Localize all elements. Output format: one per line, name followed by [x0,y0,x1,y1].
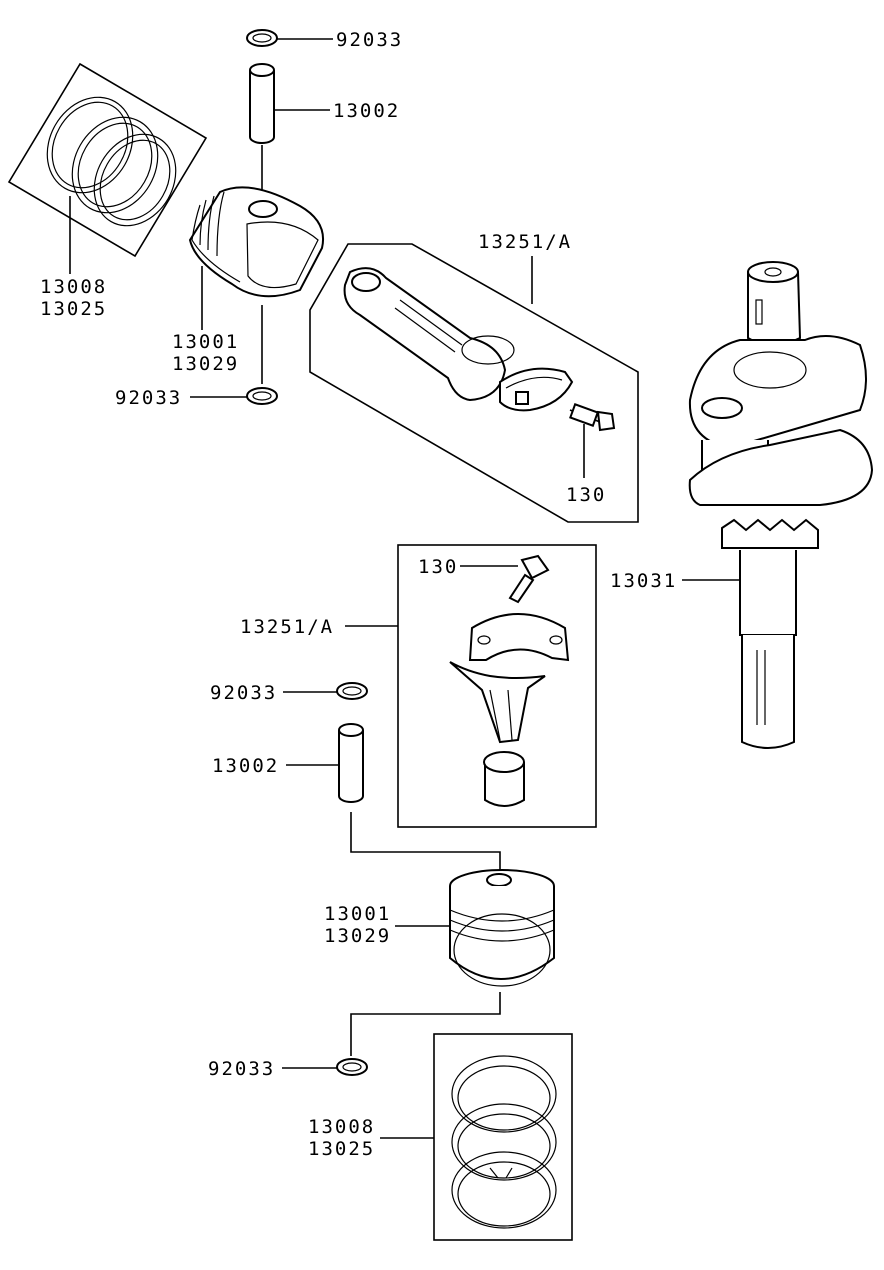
label-rings-bottom-a: 13008 [308,1116,375,1138]
label-clip-top-1: 92033 [336,29,403,51]
circlip-top-2[interactable] [246,387,278,405]
label-clip-bottom-2: 92033 [208,1058,275,1080]
circlip-bottom-1[interactable] [336,682,368,700]
label-piston-top-a: 13001 [172,331,239,353]
label-rings-top-a: 13008 [40,276,107,298]
circlip-top-1[interactable] [246,29,278,47]
label-rings-top-b: 13025 [40,298,107,320]
leader-pin-to-piston-bottom [350,812,501,872]
label-piston-bottom-b: 13029 [324,925,391,947]
connecting-rod-bottom-assembly[interactable] [397,544,597,828]
label-clip-top-2: 92033 [115,387,182,409]
piston-pin-bottom[interactable] [338,723,364,803]
connecting-rod-top-assembly[interactable] [309,243,639,523]
label-piston-bottom-a: 13001 [324,903,391,925]
label-rod-bottom: 13251/A [240,616,334,638]
circlip-bottom-2[interactable] [336,1058,368,1076]
label-bolt-bottom: 130 [418,556,458,578]
label-pin-top: 13002 [333,100,400,122]
label-clip-bottom-1: 92033 [210,682,277,704]
crankshaft[interactable] [688,261,874,749]
label-rod-top: 13251/A [478,231,572,253]
ring-set-bottom[interactable] [433,1033,573,1241]
label-rings-bottom-b: 13025 [308,1138,375,1160]
piston-pin-top[interactable] [249,63,275,144]
label-crankshaft: 13031 [610,570,677,592]
label-pin-bottom: 13002 [212,755,279,777]
piston-bottom[interactable] [449,869,555,987]
label-piston-top-b: 13029 [172,353,239,375]
leader-piston-to-clip-bottom [350,992,501,1056]
ring-set-top[interactable] [7,62,208,258]
piston-top[interactable] [188,186,324,298]
label-bolt-top: 130 [566,484,606,506]
